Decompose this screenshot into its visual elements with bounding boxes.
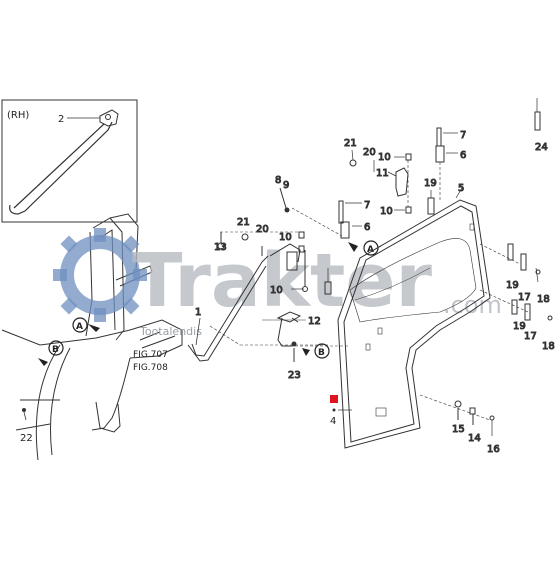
svg-text:B: B [52, 345, 59, 355]
part-21-label-upper: 21 [344, 138, 357, 149]
part-10-label-c: 10 [378, 152, 391, 163]
part-6-label-upper: 6 [460, 150, 466, 161]
part-22-label: 22 [20, 433, 33, 444]
part-12-label: 12 [308, 316, 321, 327]
part-8-label: 8 [275, 175, 281, 186]
part-17-label-b: 17 [524, 331, 537, 342]
hardware-bottom: 15 14 16 [419, 394, 500, 456]
part-7-label-mid: 7 [364, 200, 370, 211]
hinge-group-upper: 21 20 10 11 10 19 7 6 [344, 127, 467, 218]
part-15-label: 15 [452, 424, 465, 435]
callout-b-mid: B [302, 343, 330, 359]
callout-a-left: A [72, 317, 100, 333]
part-20-label-upper: 20 [363, 147, 376, 158]
door-panel: 5 [337, 183, 491, 449]
hinge-group-right: 19 17 18 19 17 18 [479, 243, 555, 353]
bolt-group-middle: 8 9 7 6 [275, 175, 371, 239]
part-16-label: 16 [487, 444, 500, 455]
part-21-label-mid: 21 [237, 217, 250, 228]
part-17-label-a: 17 [518, 292, 531, 303]
part-24: 24 [534, 98, 548, 154]
part-23-label: 23 [288, 370, 301, 381]
watermark-suffix: .com [443, 291, 502, 319]
part-5-label: 5 [458, 183, 464, 194]
part-6-label-mid: 6 [364, 222, 370, 233]
watermark-tagline: Tootalendis [139, 325, 202, 338]
part-2-label: 2 [58, 114, 64, 125]
svg-text:A: A [76, 322, 83, 332]
callout-b-left: B [38, 340, 64, 366]
part-4-label: 4 [330, 416, 336, 427]
part-11-label: 11 [376, 168, 389, 179]
part-19-label-right-a: 19 [506, 280, 519, 291]
part-9-label: 9 [283, 180, 289, 191]
part-1-label: 1 [195, 307, 201, 318]
inset-rh: (RH) 2 [1, 99, 138, 223]
fig-ref-707: FIG.707 [133, 350, 168, 360]
part-18-label-b: 18 [542, 341, 555, 352]
part-20-label-mid: 20 [256, 224, 269, 235]
part-10-label-b: 10 [270, 285, 283, 296]
part-19-label-upper: 19 [424, 178, 437, 189]
inset-label: (RH) [7, 110, 29, 121]
gear-icon [53, 228, 147, 322]
part-13-label: 13 [214, 242, 227, 253]
part-18-label-a: 18 [537, 294, 550, 305]
part-10-label-a: 10 [279, 232, 292, 243]
part-10-label-d: 10 [380, 206, 393, 217]
part-19-label-right-b: 19 [513, 321, 526, 332]
handrail-assembly: 1 12 23 [187, 243, 350, 382]
part-24-label: 24 [535, 142, 548, 153]
fig-ref-708: FIG.708 [133, 363, 168, 373]
watermark-brand: Trakter [132, 238, 433, 324]
part-7-label-upper: 7 [460, 130, 466, 141]
svg-text:A: A [367, 245, 374, 255]
highlight-marker [330, 395, 338, 403]
hinge-group-middle: 13 21 20 10 10 [214, 217, 332, 297]
part-14-label: 14 [468, 433, 481, 444]
svg-text:B: B [318, 348, 325, 358]
watermark: Trakter .com Tootalendis [53, 228, 502, 338]
